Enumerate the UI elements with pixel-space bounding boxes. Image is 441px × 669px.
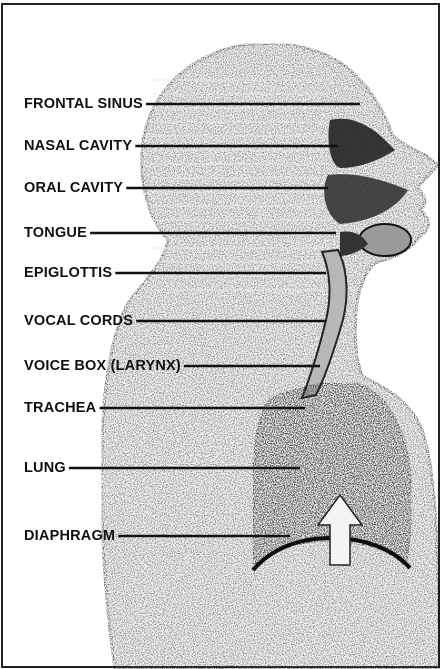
label-frontal-sinus: FRONTAL SINUS	[24, 96, 143, 112]
label-vocal-cords: VOCAL CORDS	[24, 313, 133, 329]
label-nasal-cavity: NASAL CAVITY	[24, 138, 132, 154]
label-lung: LUNG	[24, 460, 66, 476]
label-epiglottis: EPIGLOTTIS	[24, 265, 112, 281]
label-trachea: TRACHEA	[24, 400, 97, 416]
label-tongue: TONGUE	[24, 225, 87, 241]
body-silhouette	[102, 44, 440, 669]
label-oral-cavity: ORAL CAVITY	[24, 180, 123, 196]
label-voice-box: VOICE BOX (LARYNX)	[24, 358, 181, 374]
label-diaphragm: DIAPHRAGM	[24, 528, 115, 544]
